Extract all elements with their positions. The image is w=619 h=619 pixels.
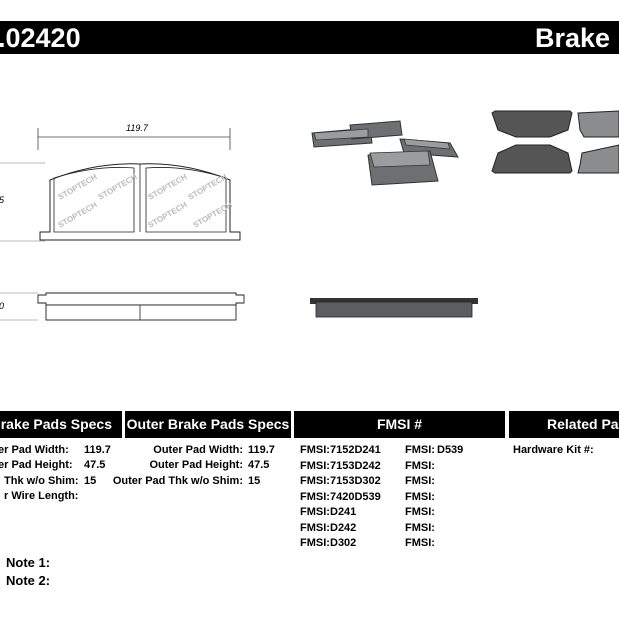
fmsi-label: FMSI: xyxy=(300,490,330,503)
inner-height-label: er Pad Height: xyxy=(0,459,73,471)
fmsi-code: D242 xyxy=(330,521,357,534)
outer-height-label: Outer Pad Height: xyxy=(149,459,243,471)
fmsi-code: D241 xyxy=(330,506,357,518)
fmsi-label: FMSI: xyxy=(300,521,330,534)
inner-thickness-label: Thk w/o Shim: xyxy=(4,475,79,487)
outer-thickness-value: 15 xyxy=(248,475,261,487)
fmsi-code: 7152D241 xyxy=(330,444,381,456)
inner-height-value: 47.5 xyxy=(84,459,106,471)
title-bar xyxy=(0,21,619,54)
part-number: .02420 xyxy=(0,23,81,53)
outer-width-value: 119.7 xyxy=(248,444,275,456)
fmsi-label: FMSI: xyxy=(405,537,435,549)
related-parts-header: Related Par xyxy=(509,411,619,438)
fmsi-label: FMSI: xyxy=(300,506,330,518)
outer-width-label: Outer Pad Width: xyxy=(153,444,243,456)
note-1: Note 1: xyxy=(6,555,51,570)
fmsi-code: 7153D302 xyxy=(330,475,381,487)
outer-thickness-label: Outer Pad Thk w/o Shim: xyxy=(112,475,243,487)
width-dimension: 119.7 xyxy=(126,123,148,133)
fmsi-label: FMSI: xyxy=(300,459,330,472)
fmsi-code: 7153D242 xyxy=(330,459,381,472)
inner-wire-label: r Wire Length: xyxy=(4,490,79,502)
fmsi-code: D302 xyxy=(330,537,357,549)
fmsi-label: FMSI: xyxy=(300,444,330,456)
inner-thickness-value: 15 xyxy=(84,475,97,487)
product-photos xyxy=(310,110,619,318)
fmsi-label: FMSI: xyxy=(405,459,435,472)
fmsi-label: FMSI: xyxy=(405,444,435,456)
inner-width-label: er Pad Width: xyxy=(0,444,69,456)
outer-height-value: 47.5 xyxy=(248,459,270,471)
thickness-dimension: 0 xyxy=(0,301,4,311)
fmsi-label: FMSI: xyxy=(405,506,435,518)
inner-specs-header-label: Brake Pads Specs xyxy=(0,416,112,432)
height-dimension: 5 xyxy=(0,195,4,205)
outer-specs-header: Outer Brake Pads Specs xyxy=(125,411,291,438)
hardware-kit-label: Hardware Kit #: xyxy=(513,444,594,456)
fmsi-label: FMSI: xyxy=(405,475,435,487)
fmsi-label: FMSI: xyxy=(300,537,330,549)
note-2: Note 2: xyxy=(6,573,51,588)
fmsi-code: D539 xyxy=(437,444,464,456)
inner-specs-header: Brake Pads Specs xyxy=(0,411,122,438)
fmsi-label: FMSI: xyxy=(300,475,330,487)
page-title: Brake P xyxy=(535,23,619,53)
inner-width-value: 119.7 xyxy=(84,444,111,456)
fmsi-label: FMSI: xyxy=(405,521,435,534)
fmsi-code: 7420D539 xyxy=(330,490,381,503)
pad-drawing: STOPTECH STOPTECH STOPTECH STOPTECH STOP… xyxy=(0,128,245,321)
fmsi-header: FMSI # xyxy=(294,411,505,438)
fmsi-label: FMSI: xyxy=(405,490,435,503)
